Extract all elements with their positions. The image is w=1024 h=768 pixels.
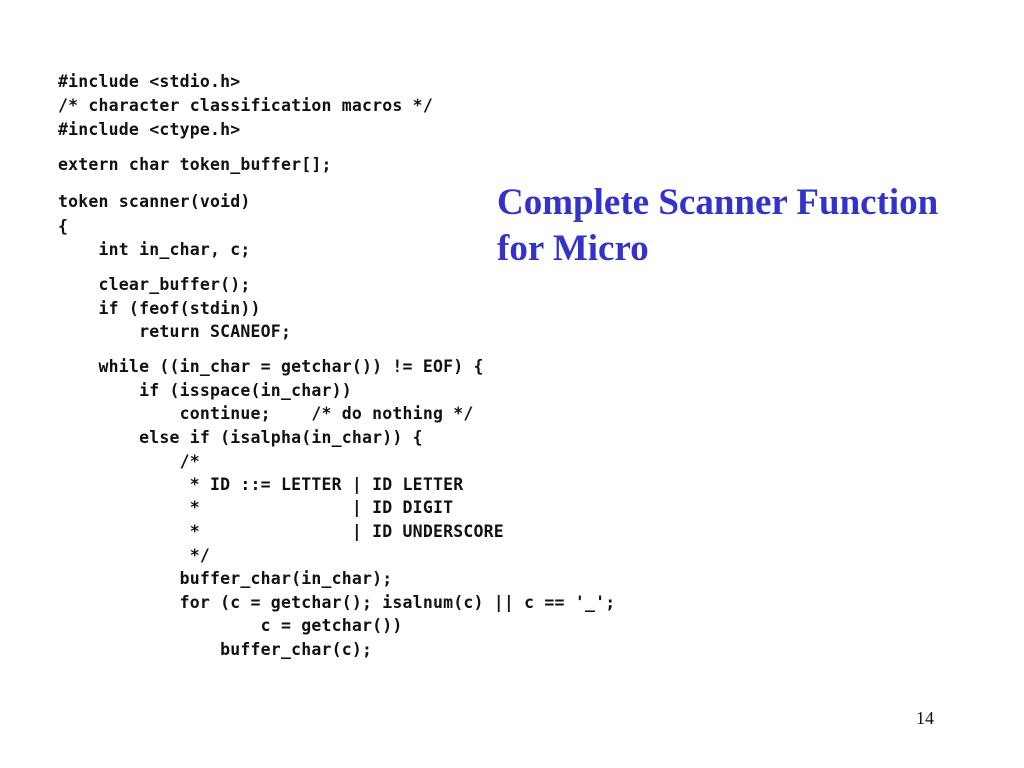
code-line: c = getchar()) <box>58 616 403 635</box>
code-line: extern char token_buffer[]; <box>58 155 332 174</box>
slide-title: Complete Scanner Function for Micro <box>497 180 997 272</box>
slide-title-line: Complete Scanner Function <box>497 182 939 223</box>
code-line: * ID ::= LETTER | ID LETTER <box>58 475 464 494</box>
code-line: /* <box>58 452 200 471</box>
code-line: token scanner(void) <box>58 192 251 211</box>
code-line: int in_char, c; <box>58 240 251 259</box>
code-line: if (feof(stdin)) <box>58 299 261 318</box>
page-number: 14 <box>916 708 934 728</box>
code-line: #include <stdio.h> <box>58 72 241 91</box>
slide-title-line: for Micro <box>497 228 649 269</box>
code-line: for (c = getchar(); isalnum(c) || c == '… <box>58 593 616 612</box>
code-line: buffer_char(c); <box>58 640 373 659</box>
code-line: { <box>58 217 69 236</box>
code-line: while ((in_char = getchar()) != EOF) { <box>58 357 484 376</box>
code-line: * | ID DIGIT <box>58 498 454 517</box>
code-line: #include <ctype.h> <box>58 120 241 139</box>
code-line: */ <box>58 546 211 565</box>
code-line: /* character classification macros */ <box>58 96 433 115</box>
code-line: return SCANEOF; <box>58 322 292 341</box>
code-line: else if (isalpha(in_char)) { <box>58 428 423 447</box>
code-line: continue; /* do nothing */ <box>58 404 474 423</box>
code-line: buffer_char(in_char); <box>58 569 393 588</box>
code-line: clear_buffer(); <box>58 275 251 294</box>
code-line: if (isspace(in_char)) <box>58 381 352 400</box>
code-line: * | ID UNDERSCORE <box>58 522 504 541</box>
